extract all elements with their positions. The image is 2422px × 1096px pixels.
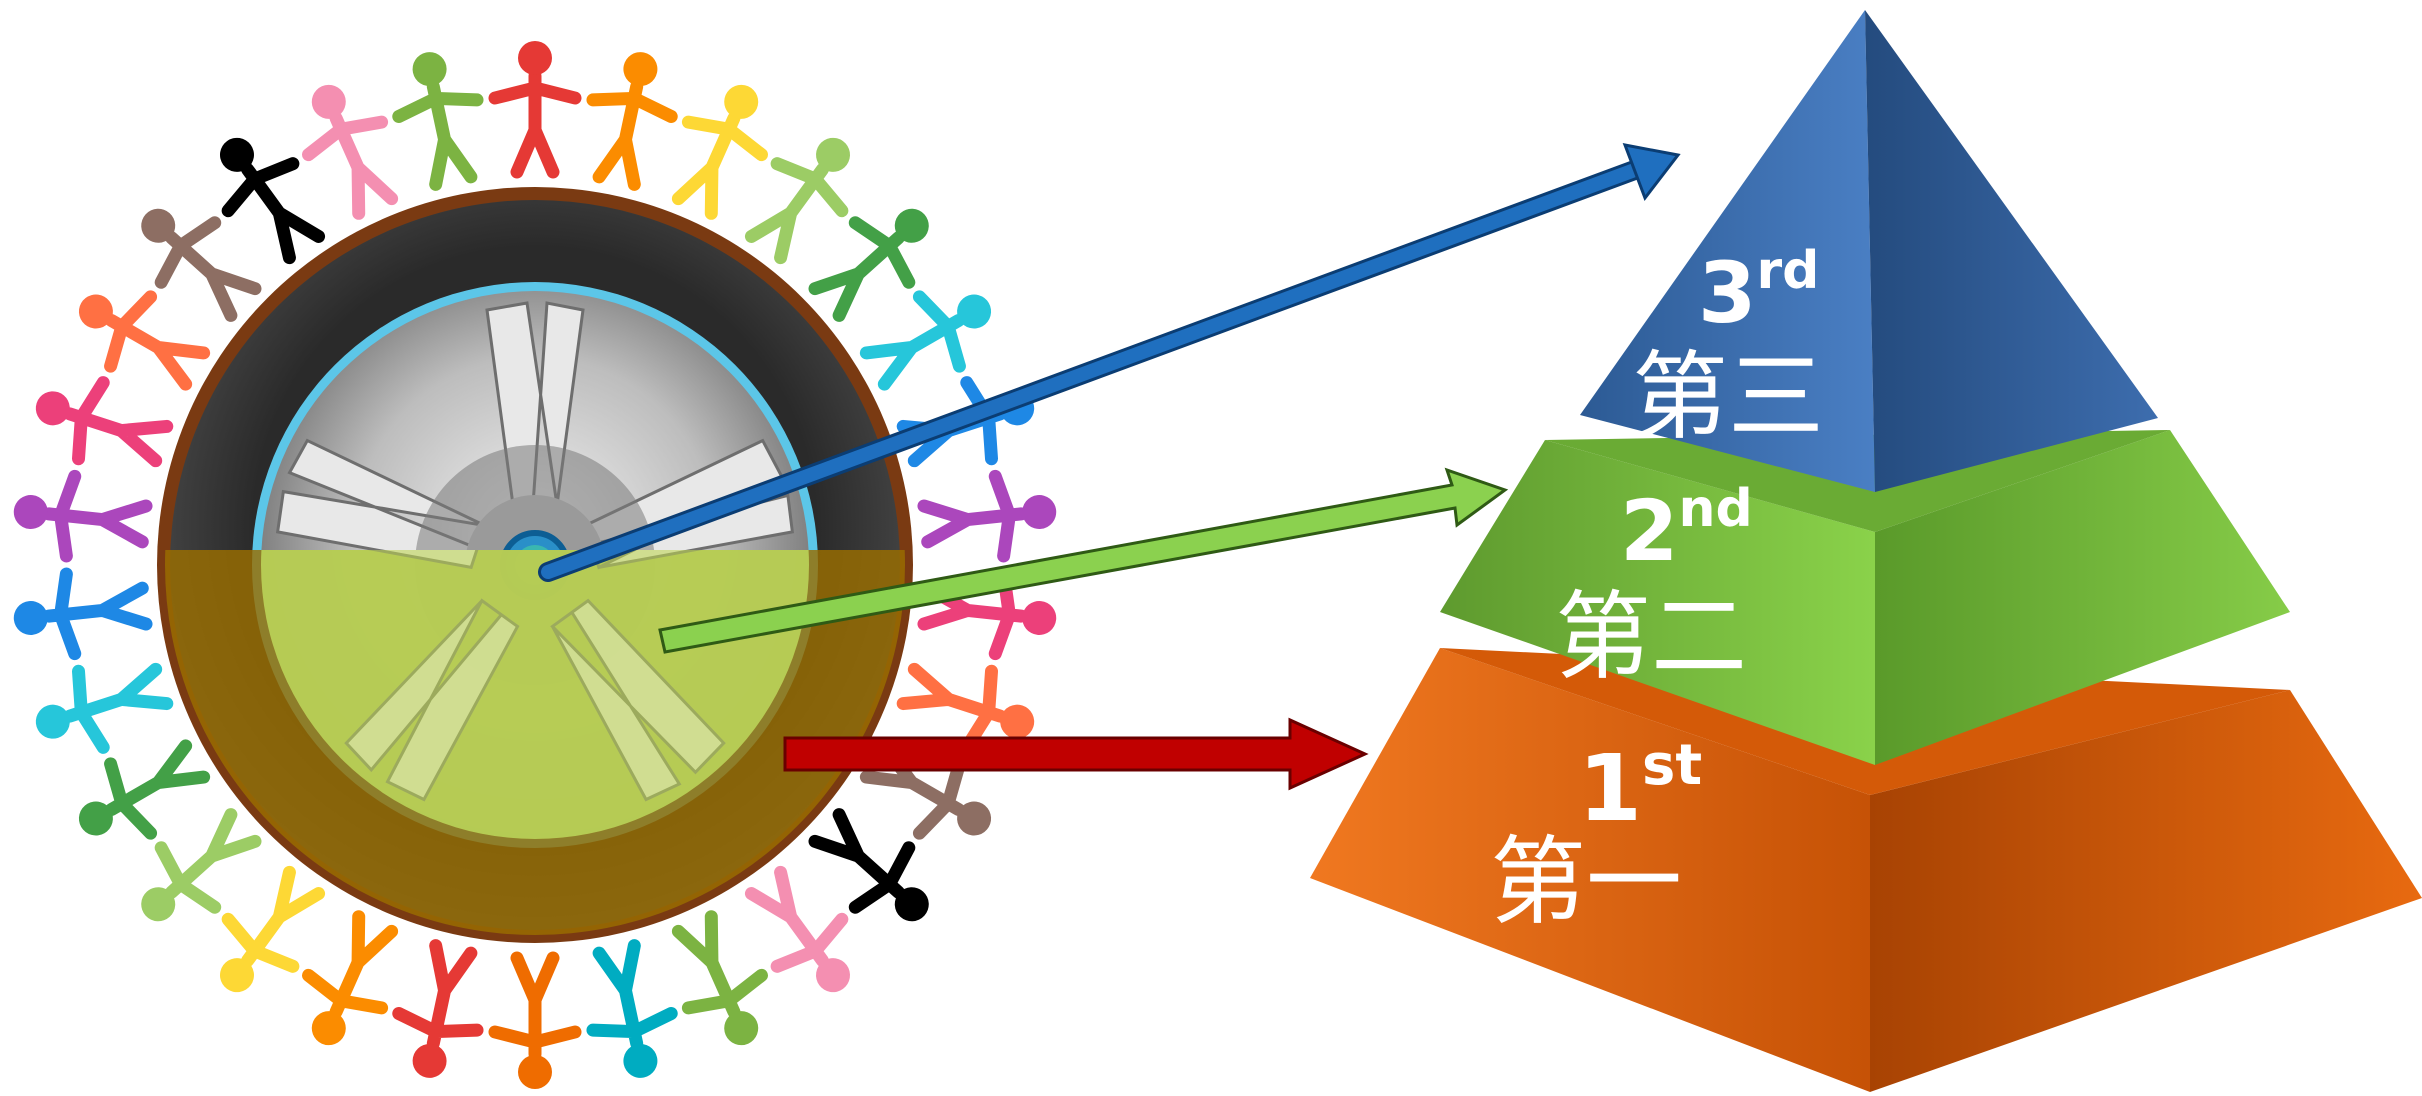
person-figure bbox=[35, 662, 174, 754]
arrow-rim-to-tier-2 bbox=[658, 467, 1509, 654]
person-figure bbox=[859, 739, 992, 840]
person-figure bbox=[917, 567, 1057, 661]
person-figure bbox=[671, 84, 768, 220]
person-figure bbox=[13, 469, 153, 563]
person-figure bbox=[302, 910, 399, 1046]
wheel-spoke bbox=[550, 598, 726, 802]
person-figure bbox=[302, 84, 399, 220]
person-figure bbox=[808, 208, 929, 322]
person-figure bbox=[78, 739, 211, 840]
person-figure bbox=[13, 567, 153, 661]
wheel-spoke bbox=[344, 598, 520, 802]
person-figure bbox=[488, 41, 582, 179]
person-figure bbox=[141, 208, 262, 322]
person-figure bbox=[744, 137, 851, 265]
person-figure bbox=[671, 910, 768, 1046]
arrow-hub-to-tier-3 bbox=[538, 143, 1681, 582]
person-figure bbox=[586, 939, 678, 1078]
people-ring-icon bbox=[13, 41, 1057, 1089]
person-figure bbox=[586, 52, 678, 191]
person-figure bbox=[744, 865, 851, 993]
tier-3-rank: 3rd bbox=[1698, 241, 1819, 342]
person-figure bbox=[219, 865, 326, 993]
tier-1-rank: 1st bbox=[1578, 733, 1702, 842]
tier-2-chinese-label: 第二 bbox=[1555, 581, 1747, 693]
person-figure bbox=[808, 808, 929, 922]
person-figure bbox=[392, 52, 484, 191]
person-figure bbox=[35, 376, 174, 468]
person-figure bbox=[488, 951, 582, 1089]
car-wheel-icon bbox=[157, 187, 913, 943]
tier-1-chinese-label: 第一 bbox=[1490, 826, 1682, 938]
arrow-tire-to-tier-1 bbox=[783, 717, 1369, 791]
tier-3 bbox=[1580, 10, 2158, 492]
tier-3-chinese-label: 第三 bbox=[1632, 341, 1824, 453]
arrows bbox=[538, 143, 1681, 791]
person-figure bbox=[78, 290, 211, 391]
person-figure bbox=[917, 469, 1057, 563]
person-figure bbox=[392, 939, 484, 1078]
person-figure bbox=[141, 808, 262, 922]
tier-2-rank: 2nd bbox=[1620, 479, 1753, 580]
person-figure bbox=[896, 662, 1035, 754]
pyramid-icon: 1st 第一 2nd 第二 3rd 第三 bbox=[1310, 10, 2422, 1092]
person-figure bbox=[859, 290, 992, 391]
person-figure bbox=[219, 137, 326, 265]
